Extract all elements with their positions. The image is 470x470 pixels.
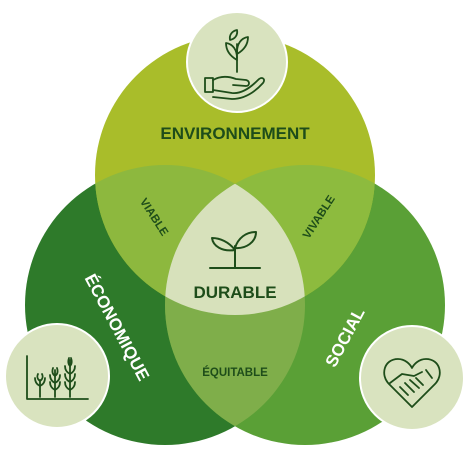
bottom-left-icon-bubble (4, 323, 110, 429)
durable-center-region (165, 165, 305, 315)
equitable-label: ÉQUITABLE (202, 366, 268, 379)
environnement-label: ENVIRONNEMENT (160, 124, 310, 143)
hand-holding-plant-icon (204, 29, 265, 100)
durable-label: DURABLE (193, 283, 276, 302)
handshake-heart-icon (383, 358, 441, 408)
bottom-right-icon-bubble (359, 325, 465, 431)
sprout-icon (209, 231, 261, 269)
growing-crops-chart-icon (26, 355, 89, 400)
